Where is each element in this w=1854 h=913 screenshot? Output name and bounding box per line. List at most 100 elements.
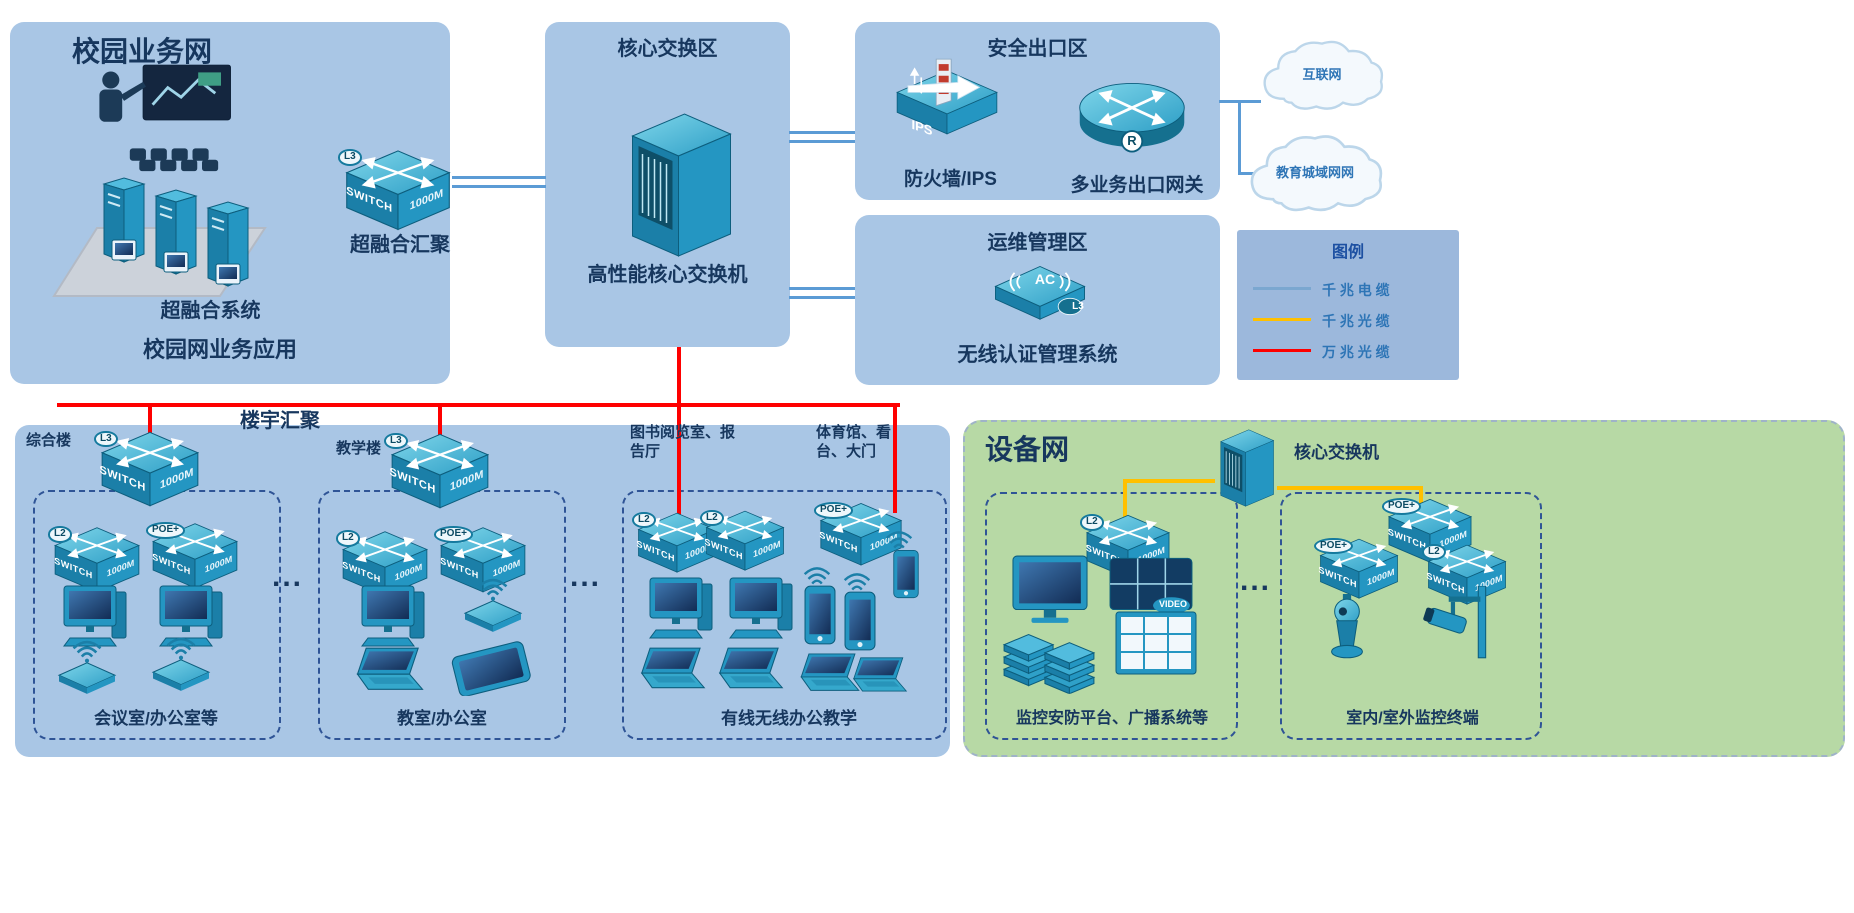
legend-line-fiber1g <box>1253 318 1311 321</box>
building2-name: 教学楼 <box>336 440 382 457</box>
zone2-room-label: 教室/办公室 <box>397 709 487 728</box>
laptop-icon <box>848 656 912 698</box>
wired-wireless-zone <box>622 490 947 740</box>
backbone-horizontal <box>57 403 900 407</box>
hyperconverged-aggregation-switch-icon: L3 SWITCH 1000M <box>338 144 458 232</box>
building1-name: 综合楼 <box>26 432 72 449</box>
equipment-panel <box>963 420 1845 757</box>
l2-switch-icon: L2 SWITCH 1000M <box>700 506 790 572</box>
bullet-camera-icon <box>1416 586 1492 662</box>
backbone-drop-b1 <box>148 403 152 449</box>
hyperconverged-system-label: 超融合系统 <box>160 300 261 322</box>
legend-item-fiber1g: 千 兆 光 缆 <box>1322 313 1390 329</box>
backbone-drop-library <box>677 403 681 525</box>
l3-switch-icon: L3 SWITCH 1000M <box>384 428 496 510</box>
backbone-drop-gym <box>893 403 897 513</box>
presenter-icon <box>88 64 240 172</box>
fiber-right-v <box>1419 486 1423 514</box>
wifi-ap-icon <box>50 640 124 696</box>
ac-label: AC <box>1034 271 1056 287</box>
link-core-security-1 <box>789 131 855 134</box>
desktop-pc-icon <box>356 584 432 650</box>
fiber-left-h <box>1123 479 1215 483</box>
internet-cloud-label: 互联网 <box>1302 67 1342 82</box>
desktop-pc-icon <box>724 576 800 642</box>
poe-switch-icon: POE+ SWITCH 1000M <box>814 498 908 567</box>
video-badge: VIDEO <box>1158 599 1187 609</box>
l2-switch-icon: L2 SWITCH 1000M <box>1080 510 1176 580</box>
ellipsis: ... <box>570 560 602 593</box>
ellipsis: ... <box>272 560 304 593</box>
poe-switch-icon: POE+ SWITCH 1000M <box>434 522 532 594</box>
campus-apps-label: 校园网业务应用 <box>142 337 297 362</box>
l2-switch-icon: L2 SWITCH 1000M <box>632 508 722 574</box>
smartphone-icon <box>842 590 878 652</box>
ellipsis: ... <box>1240 564 1272 597</box>
l2-switch-icon: L2 SWITCH 1000M <box>1422 540 1512 606</box>
equipment-title: 设备网 <box>985 434 1070 465</box>
backbone-core-drop <box>677 347 681 405</box>
legend-line-copper <box>1253 287 1311 290</box>
laptop-icon <box>350 646 430 698</box>
edu-man-cloud-label: 教育城域网网 <box>1275 165 1354 180</box>
poe-switch-icon: POE+ SWITCH 1000M <box>1314 534 1404 600</box>
core-device-label: 高性能核心交换机 <box>587 264 748 286</box>
camera-terminal-zone <box>1280 492 1542 740</box>
desktop-pc-icon <box>644 576 720 642</box>
ops-device-label: 无线认证管理系统 <box>957 344 1118 366</box>
security-area-title: 安全出口区 <box>987 38 1088 60</box>
legend-item-fiber10g: 万 兆 光 缆 <box>1322 344 1390 360</box>
monitor-icon <box>1008 554 1092 626</box>
surveillance-platform-zone <box>985 492 1238 740</box>
router-badge: R <box>1127 133 1137 148</box>
server-tower-icon <box>202 200 254 300</box>
wifi-ap-icon <box>144 637 218 693</box>
l2-switch-icon: L2 SWITCH 1000M <box>48 522 146 594</box>
fiber-left-v <box>1123 479 1127 527</box>
smartphone-icon <box>802 584 838 646</box>
link-campus-core-1 <box>452 176 546 179</box>
link-campus-core-2 <box>452 185 546 188</box>
legend-line-fiber10g <box>1253 349 1311 352</box>
core-area-title: 核心交换区 <box>617 38 718 60</box>
surveillance-zone-label: 监控安防平台、广播系统等 <box>1015 710 1208 727</box>
link-security-edu-h <box>1238 172 1256 175</box>
server-stack-icon <box>1000 622 1098 694</box>
server-tower-icon <box>98 176 150 276</box>
wireless-ac-icon <box>990 250 1090 332</box>
legend-panel <box>1237 230 1459 380</box>
backbone-drop-b2 <box>438 403 442 449</box>
wifi-ap-icon <box>456 578 530 634</box>
link-security-edu-v <box>1238 100 1241 174</box>
aggregation-label: 超融合汇聚 <box>350 234 450 256</box>
legend-title: 图例 <box>1331 244 1364 261</box>
camera-zone-label: 室内/室外监控终端 <box>1346 710 1479 727</box>
tablet-icon <box>446 640 536 696</box>
building3b-name: 体育馆、看台、大门 <box>816 424 892 460</box>
firewall-ips-icon <box>893 50 1001 148</box>
zone1-room-label: 会议室/办公室等 <box>94 709 218 728</box>
equipment-core-switch-icon <box>1210 422 1280 514</box>
poe-switch-icon: POE+ SWITCH 1000M <box>146 518 244 590</box>
building3a-name: 图书阅览室、报告厅 <box>630 424 736 460</box>
l3-switch-icon: L3 SWITCH 1000M <box>94 426 206 508</box>
switch-badge: L3 <box>338 149 362 166</box>
dome-camera-icon <box>1318 594 1376 666</box>
l2-switch-icon: L2 SWITCH 1000M <box>336 526 434 598</box>
link-core-security-2 <box>789 140 855 143</box>
ops-area-title: 运维管理区 <box>987 232 1088 254</box>
video-wall-icon <box>1114 610 1198 680</box>
zone3-room-label: 有线无线办公教学 <box>721 709 857 728</box>
switch-badge: L3 <box>94 430 118 448</box>
legend-item-copper: 千 兆 电 缆 <box>1322 282 1390 298</box>
laptop-icon <box>712 646 790 696</box>
ac-l3-badge: L3 <box>1072 301 1084 312</box>
core-switch-icon <box>610 110 745 260</box>
building-aggregation-label: 楼宇汇聚 <box>240 410 320 432</box>
fiber-right-h <box>1277 486 1423 490</box>
smartphone-icon <box>892 548 920 600</box>
poe-switch-icon: POE+ SWITCH 1000M <box>1382 494 1478 564</box>
firewall-label: 防火墙/IPS <box>904 169 997 190</box>
link-core-ops-2 <box>789 296 855 299</box>
